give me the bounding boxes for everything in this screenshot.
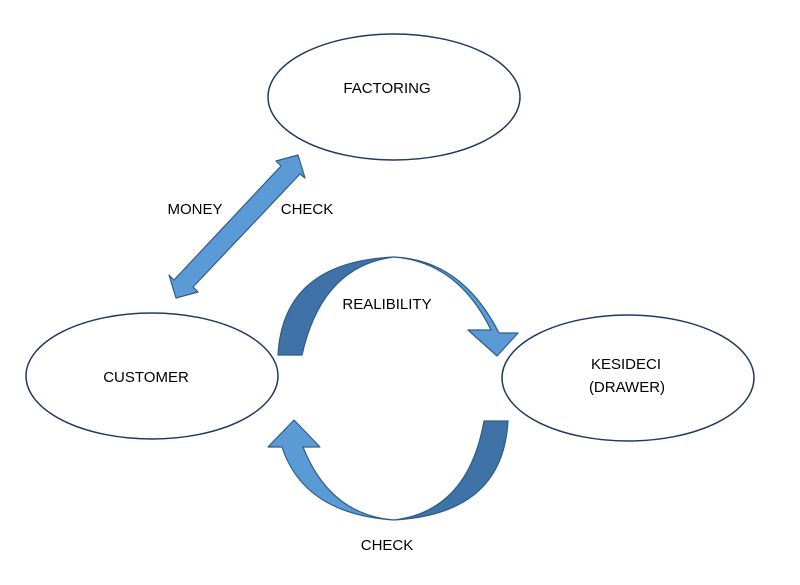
curved-arrow-realibility-front (393, 256, 519, 357)
curved-arrow-check-back (393, 420, 509, 521)
customer-node (25, 312, 279, 440)
curved-arrow-check-front (267, 419, 395, 521)
customer-label: CUSTOMER (103, 369, 189, 386)
factoring-node (267, 33, 521, 161)
curved-arrow-check (267, 419, 509, 521)
curved-arrow-realibility (277, 256, 519, 357)
money-label: MONEY (167, 201, 222, 218)
factoring-label: FACTORING (343, 80, 430, 97)
kesideci-node (501, 314, 755, 442)
kesideci-label: KESIDECI (591, 356, 661, 373)
realibility-label: REALIBILITY (342, 296, 431, 313)
check-bottom-label: CHECK (361, 537, 414, 554)
check-top-label: CHECK (281, 201, 334, 218)
double-arrow-money-check (168, 154, 306, 299)
drawer-label: (DRAWER) (589, 379, 665, 396)
